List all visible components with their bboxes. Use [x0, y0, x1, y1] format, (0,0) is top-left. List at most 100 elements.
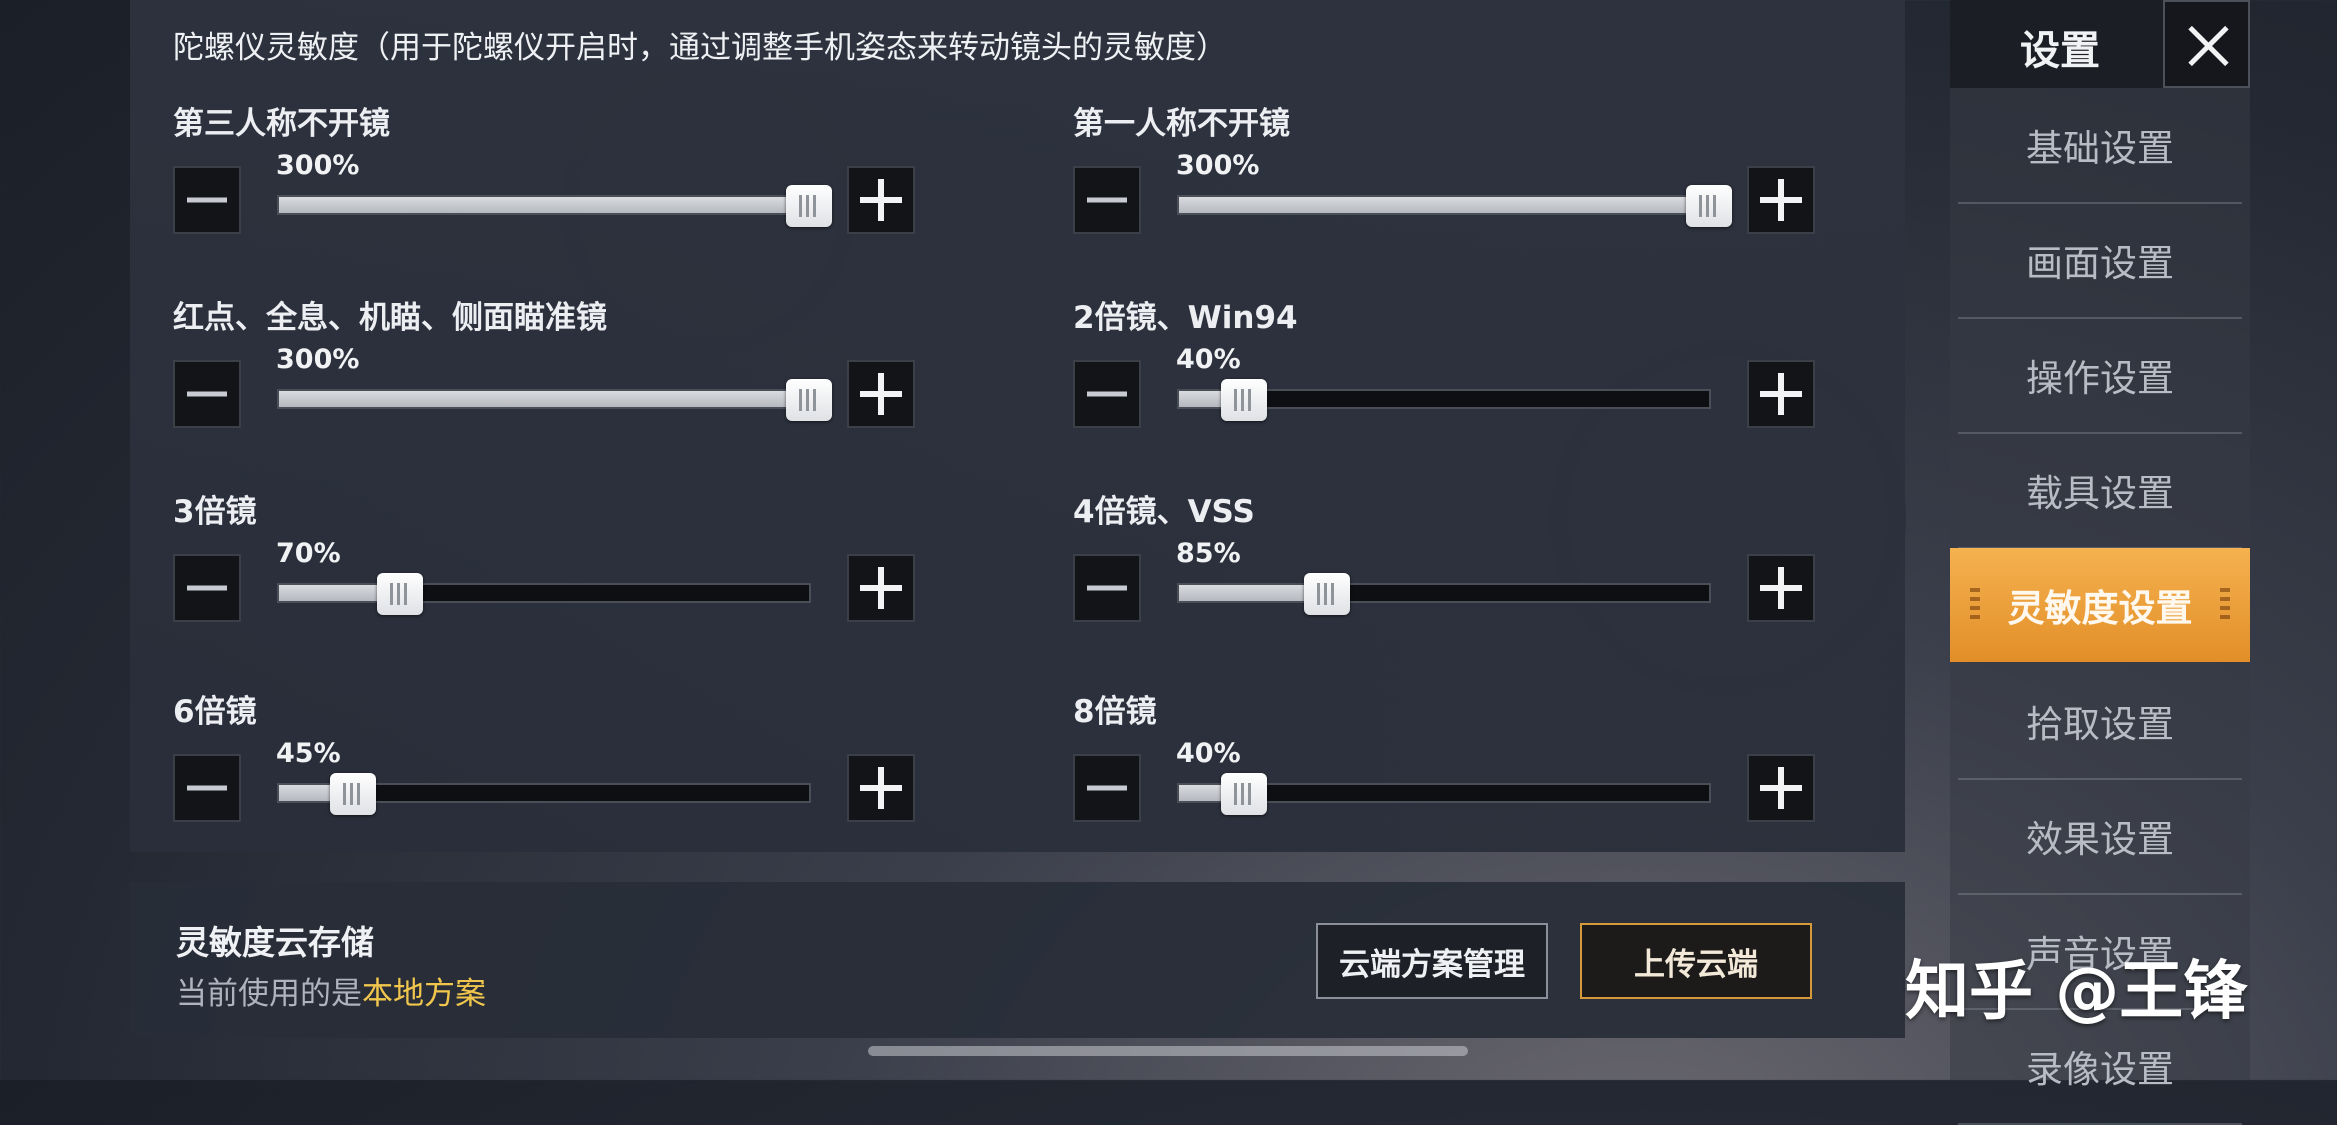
setting-third-person-no-scope: 第三人称不开镜 300%: [130, 98, 915, 268]
value-text: 40%: [1176, 738, 1241, 769]
increase-button[interactable]: [847, 754, 915, 822]
decrease-button[interactable]: [173, 754, 241, 822]
grip-icon: [1234, 389, 1255, 411]
value-text: 45%: [276, 738, 341, 769]
slider-thumb[interactable]: [1686, 185, 1732, 227]
settings-sidebar: 设置 基础设置 画面设置 操作设置 载具设置 灵敏度设置 拾取设置 效果设置 声…: [1950, 0, 2250, 1125]
nav-graphics-settings[interactable]: 画面设置: [1958, 203, 2242, 319]
plus-icon: [860, 567, 902, 609]
nav-pickup-settings[interactable]: 拾取设置: [1958, 664, 2242, 780]
cloud-title: 灵敏度云存储: [176, 923, 374, 962]
settings-title: 设置: [2020, 28, 2100, 74]
current-scheme-name: 本地方案: [362, 976, 486, 1012]
setting-6x-scope: 6倍镜 45%: [130, 686, 915, 856]
increase-button[interactable]: [847, 554, 915, 622]
decrease-button[interactable]: [1073, 166, 1141, 234]
home-indicator[interactable]: [868, 1046, 1468, 1056]
upload-cloud-button[interactable]: 上传云端: [1580, 923, 1812, 999]
grip-dots-icon: [1970, 588, 1980, 624]
slider-fill: [279, 197, 809, 213]
decrease-button[interactable]: [173, 554, 241, 622]
minus-icon: [187, 585, 227, 591]
slider-track[interactable]: [277, 379, 832, 421]
setting-label: 红点、全息、机瞄、侧面瞄准镜: [173, 300, 607, 336]
plus-icon: [1760, 767, 1802, 809]
value-text: 40%: [1176, 344, 1241, 375]
plus-icon: [860, 767, 902, 809]
decrease-button[interactable]: [1073, 360, 1141, 428]
increase-button[interactable]: [1747, 554, 1815, 622]
nav-sound-settings[interactable]: 声音设置: [1958, 894, 2242, 1010]
setting-red-dot-holo: 红点、全息、机瞄、侧面瞄准镜 300%: [130, 292, 915, 462]
grip-dots-icon: [2220, 588, 2230, 624]
decrease-button[interactable]: [1073, 554, 1141, 622]
nav-controls-settings[interactable]: 操作设置: [1958, 318, 2242, 434]
setting-4x-scope: 4倍镜、VSS 85%: [1030, 486, 1815, 656]
value-text: 70%: [276, 538, 341, 569]
plus-icon: [1760, 567, 1802, 609]
grip-icon: [1317, 583, 1338, 605]
slider-fill: [279, 391, 809, 407]
sidebar-header: 设置: [1950, 0, 2250, 88]
setting-label: 6倍镜: [173, 694, 257, 730]
slider-track[interactable]: [277, 573, 811, 615]
plus-icon: [860, 373, 902, 415]
close-icon: [2187, 24, 2231, 68]
minus-icon: [187, 391, 227, 397]
decrease-button[interactable]: [173, 360, 241, 428]
slider-track[interactable]: [277, 773, 811, 815]
minus-icon: [1087, 585, 1127, 591]
slider-track[interactable]: [1177, 185, 1732, 227]
slider-thumb[interactable]: [376, 573, 423, 615]
minus-icon: [187, 785, 227, 791]
value-text: 300%: [276, 344, 360, 375]
increase-button[interactable]: [1747, 754, 1815, 822]
slider-track[interactable]: [1177, 573, 1711, 615]
slider-thumb[interactable]: [1304, 573, 1351, 615]
slider-thumb[interactable]: [330, 773, 377, 815]
section-title: 陀螺仪灵敏度（用于陀螺仪开启时，通过调整手机姿态来转动镜头的灵敏度）: [173, 30, 1227, 66]
slider-thumb[interactable]: [1221, 773, 1268, 815]
setting-first-person-no-scope: 第一人称不开镜 300%: [1030, 98, 1815, 268]
setting-label: 第一人称不开镜: [1073, 106, 1290, 142]
grip-icon: [343, 783, 364, 805]
grip-icon: [799, 195, 819, 217]
slider-track[interactable]: [277, 185, 832, 227]
slider-thumb[interactable]: [786, 185, 832, 227]
setting-2x-scope: 2倍镜、Win94 40%: [1030, 292, 1815, 462]
increase-button[interactable]: [1747, 166, 1815, 234]
slider-thumb[interactable]: [1221, 379, 1268, 421]
slider-track[interactable]: [1177, 379, 1711, 421]
slider-track[interactable]: [1177, 773, 1711, 815]
grip-icon: [799, 389, 819, 411]
setting-8x-scope: 8倍镜 40%: [1030, 686, 1815, 856]
minus-icon: [1087, 391, 1127, 397]
slider-thumb[interactable]: [786, 379, 832, 421]
slider-fill: [1179, 585, 1328, 601]
setting-label: 3倍镜: [173, 494, 257, 530]
minus-icon: [187, 197, 227, 203]
close-button[interactable]: [2163, 0, 2250, 88]
nav-vehicle-settings[interactable]: 载具设置: [1958, 433, 2242, 549]
cloud-scheme-manage-button[interactable]: 云端方案管理: [1316, 923, 1548, 999]
grip-icon: [1699, 195, 1719, 217]
nav-basic-settings[interactable]: 基础设置: [1958, 88, 2242, 204]
increase-button[interactable]: [1747, 360, 1815, 428]
nav-sensitivity-settings[interactable]: 灵敏度设置: [1950, 548, 2250, 662]
cloud-subtitle-prefix: 当前使用的是: [176, 976, 362, 1012]
increase-button[interactable]: [847, 360, 915, 428]
watermark: 知乎 @王锋: [1905, 955, 2248, 1029]
cloud-subtitle: 当前使用的是本地方案: [176, 968, 486, 1013]
setting-label: 第三人称不开镜: [173, 106, 390, 142]
decrease-button[interactable]: [1073, 754, 1141, 822]
value-text: 300%: [276, 150, 360, 181]
gyro-sensitivity-panel: 陀螺仪灵敏度（用于陀螺仪开启时，通过调整手机姿态来转动镜头的灵敏度） 第三人称不…: [130, 0, 1905, 852]
minus-icon: [1087, 785, 1127, 791]
plus-icon: [860, 179, 902, 221]
increase-button[interactable]: [847, 166, 915, 234]
minus-icon: [1087, 197, 1127, 203]
decrease-button[interactable]: [173, 166, 241, 234]
nav-effects-settings[interactable]: 效果设置: [1958, 779, 2242, 895]
value-text: 300%: [1176, 150, 1260, 181]
slider-fill: [279, 585, 400, 601]
